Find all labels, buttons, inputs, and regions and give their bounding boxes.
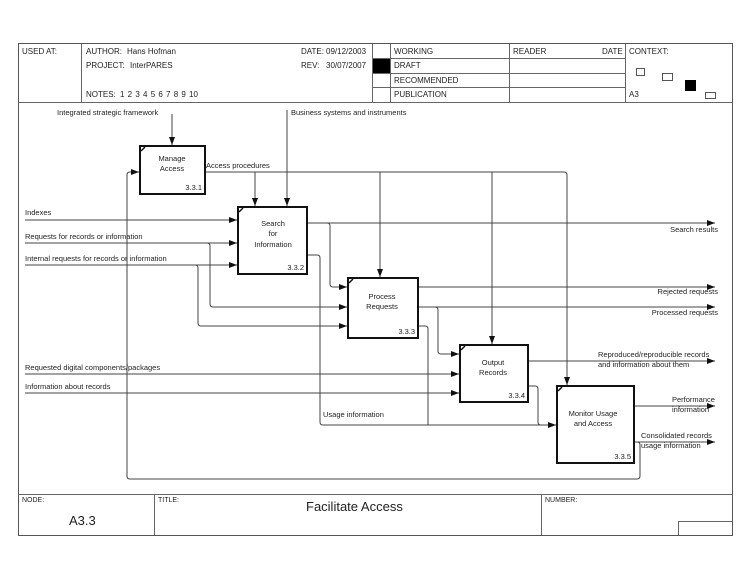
context-box — [662, 73, 673, 81]
label-performance-line2: information — [672, 405, 709, 414]
project-label: PROJECT: — [86, 61, 125, 70]
activity-box-process-requests[interactable] — [347, 277, 419, 339]
box-number: 3.3.5 — [614, 452, 631, 461]
status-working: WORKING — [394, 47, 434, 56]
label-consolidated-line2: usage information — [641, 441, 701, 450]
project-value: InterPARES — [130, 61, 173, 70]
status-recommended: RECOMMENDED — [394, 76, 459, 85]
arrow-usage-from-search — [307, 254, 556, 428]
box-label-line: Records — [479, 368, 507, 377]
rev-value: 30/07/2007 — [326, 61, 367, 70]
box-label-line: Manage — [158, 154, 185, 163]
arrow-process-to-output — [418, 306, 459, 357]
label-information-about-records: Information about records — [25, 382, 111, 391]
header-divider — [625, 44, 626, 102]
number-label: NUMBER: — [545, 497, 578, 504]
header-divider — [372, 58, 625, 59]
box-corner-mark — [348, 278, 354, 284]
header-divider — [372, 73, 625, 74]
box-label-line: Information — [254, 240, 292, 249]
reader-label: READER — [513, 47, 547, 56]
context-node: A3 — [629, 90, 639, 99]
arrow-feedback-to-manage-access — [126, 169, 641, 480]
box-label-line: Access — [160, 164, 184, 173]
idef0-diagram-frame: USED AT: AUTHOR: Hans Hofman PROJECT: In… — [18, 43, 733, 536]
box-corner-mark — [238, 207, 244, 213]
label-processed-requests: Processed requests — [652, 308, 719, 317]
arrow-search-to-process — [307, 222, 347, 290]
label-reproduced-records-line2: and information about them — [598, 360, 689, 369]
used-at-label: USED AT: — [22, 47, 57, 56]
header-bottom-divider — [19, 102, 732, 103]
header-divider — [372, 87, 625, 88]
activity-box-search-for-information[interactable] — [237, 206, 308, 275]
box-label-line: for — [269, 229, 278, 238]
label-rejected-requests: Rejected requests — [658, 287, 719, 296]
context-box-current — [685, 80, 696, 91]
header-divider — [81, 44, 82, 102]
box-number: 3.3.2 — [287, 263, 304, 272]
arrow-usage-from-output — [528, 385, 542, 426]
notes-value: 1 2 3 4 5 6 7 8 9 10 — [120, 90, 198, 99]
label-access-procedures: Access procedures — [206, 161, 270, 170]
label-integrated-strategic-framework: Integrated strategic framework — [57, 108, 159, 117]
box-corner-mark — [557, 386, 563, 392]
box-label-line: Process — [368, 292, 395, 301]
activity-box-monitor-usage[interactable] — [556, 385, 635, 464]
arrow-access-procedures — [205, 171, 570, 385]
box-label-line: and Access — [574, 419, 613, 428]
box-corner-mark — [460, 345, 466, 351]
status-draft: DRAFT — [394, 61, 421, 70]
box-number: 3.3.3 — [398, 327, 415, 336]
draft-selected-marker — [373, 59, 390, 73]
reader-date-label: DATE — [602, 47, 623, 56]
activity-box-manage-access[interactable] — [139, 145, 206, 195]
label-usage-information: Usage information — [323, 410, 384, 419]
context-label: CONTEXT: — [629, 47, 669, 56]
arrow-internal-requests-to-process — [194, 264, 347, 329]
notes-label: NOTES: — [86, 90, 116, 99]
title-label: TITLE: — [158, 497, 180, 504]
footer-page-box — [678, 521, 732, 535]
box-number: 3.3.1 — [185, 183, 202, 192]
label-performance-line1: Performance — [672, 395, 715, 404]
author-label: AUTHOR: — [86, 47, 122, 56]
box-label-line: Output — [482, 358, 505, 367]
date-label: DATE: — [301, 47, 324, 56]
context-box — [705, 92, 716, 99]
box-label-line: Monitor Usage — [569, 409, 618, 418]
label-search-results: Search results — [670, 225, 718, 234]
activity-box-output-records[interactable] — [459, 344, 529, 403]
label-consolidated-line1: Consolidated records — [641, 431, 712, 440]
arrow-usage-from-process — [418, 325, 429, 425]
footer-divider — [541, 494, 542, 535]
footer-top-divider — [19, 494, 732, 495]
date-value: 09/12/2003 — [326, 47, 367, 56]
node-label: NODE: — [22, 497, 45, 504]
author-value: Hans Hofman — [127, 47, 176, 56]
node-value: A3.3 — [69, 513, 96, 528]
footer-divider — [154, 494, 155, 535]
label-requested-components: Requested digital components/packages — [25, 363, 160, 372]
box-corner-mark — [140, 146, 146, 152]
label-requests: Requests for records or information — [25, 232, 143, 241]
rev-label: REV: — [301, 61, 320, 70]
status-publication: PUBLICATION — [394, 90, 447, 99]
label-business-systems: Business systems and instruments — [291, 108, 407, 117]
arrow-requests-to-process — [206, 242, 347, 310]
label-internal-requests: Internal requests for records or informa… — [25, 254, 167, 263]
box-number: 3.3.4 — [508, 391, 525, 400]
box-label-line: Requests — [366, 302, 398, 311]
label-indexes: Indexes — [25, 208, 52, 217]
label-reproduced-records-line1: Reproduced/reproducible records — [598, 350, 710, 359]
diagram-title: Facilitate Access — [306, 499, 403, 514]
box-label-line: Search — [261, 219, 285, 228]
context-box — [636, 68, 645, 76]
